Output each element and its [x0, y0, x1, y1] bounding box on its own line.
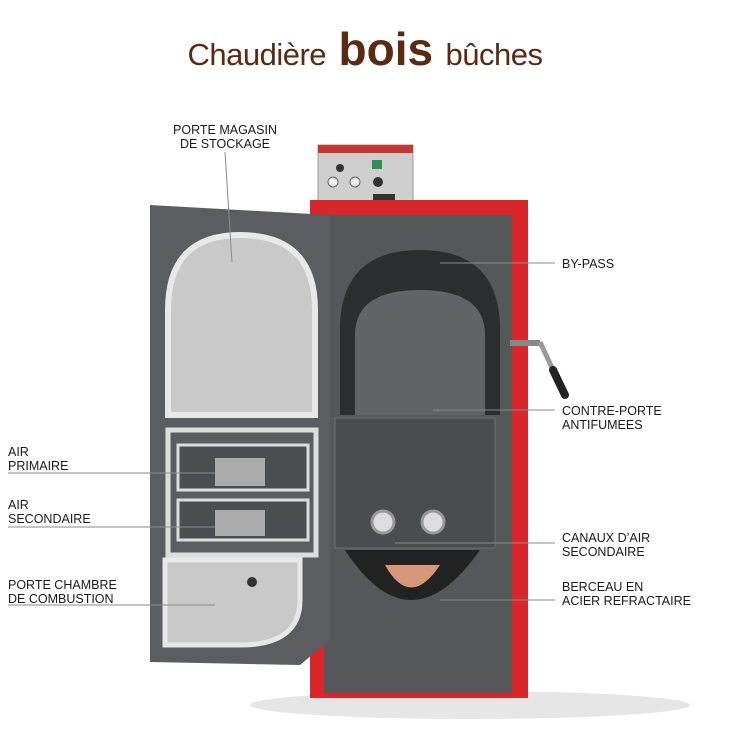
- berceau-inner: [385, 565, 440, 588]
- door-handle-icon: [510, 340, 569, 399]
- primary-air-damper: [215, 458, 265, 486]
- label-by-pass: BY-PASS: [562, 257, 614, 271]
- contre-porte: [355, 290, 485, 415]
- title-part-3: bûches: [445, 37, 543, 72]
- title-part-1: Chaudière: [187, 37, 327, 72]
- control-panel: [317, 144, 414, 206]
- porte-chambre-panel: [162, 557, 303, 648]
- page-title: Chaudière bois bûches: [0, 22, 730, 76]
- title-part-2: bois: [338, 23, 434, 75]
- secondary-air-chamber: [334, 417, 496, 549]
- porte-magasin-panel: [165, 231, 318, 418]
- secondary-air-damper: [215, 510, 265, 536]
- secondary-air-channel-1: [370, 509, 396, 535]
- secondary-air-channel-2: [420, 509, 446, 535]
